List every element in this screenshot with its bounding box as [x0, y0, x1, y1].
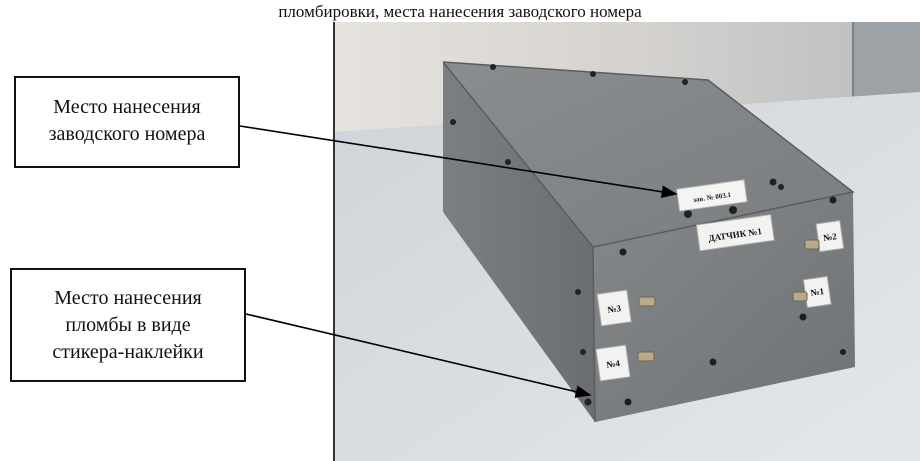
sensor-plate: ДАТЧИК №1 [695, 214, 775, 252]
callout-line: пломбы в виде [65, 314, 191, 336]
callout-serial-number: Место нанесения заводского номера [14, 76, 240, 168]
svg-text:№1: №1 [810, 286, 825, 298]
callout-line: стикера-наклейки [52, 341, 204, 363]
port-labels: №2 №1 №3 №4 [595, 220, 845, 382]
svg-text:№3: №3 [607, 303, 622, 315]
device-photo: зав. № 003.1 ДАТЧИК №1 №2 №1 №3 №4 [333, 22, 920, 461]
serial-label: зав. № 003.1 [676, 179, 748, 212]
fittings [637, 239, 820, 362]
device-front-face [593, 192, 855, 422]
callout-line: Место нанесения [53, 96, 201, 118]
callout-line: Место нанесения [54, 287, 202, 309]
figure-caption: пломбировки, места нанесения заводского … [278, 2, 642, 21]
svg-text:№2: №2 [823, 231, 838, 243]
callout-line: заводского номера [48, 123, 206, 145]
svg-text:№4: №4 [606, 358, 621, 370]
callout-seal-sticker: Место нанесения пломбы в виде стикера-на… [10, 268, 246, 382]
